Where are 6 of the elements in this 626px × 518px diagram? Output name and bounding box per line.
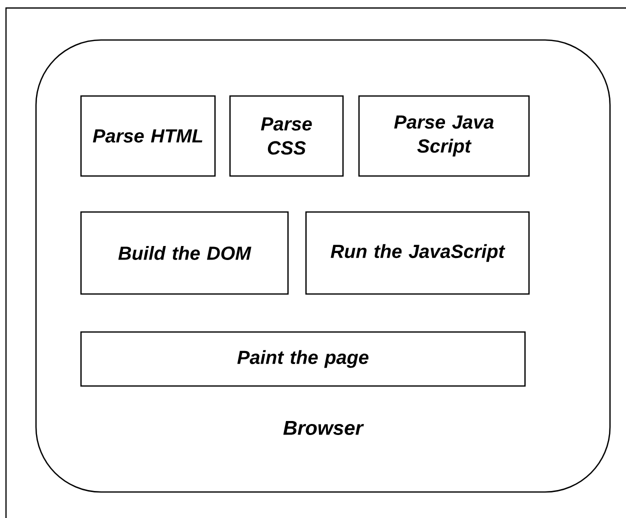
- process-box: Paint the page: [80, 331, 526, 387]
- process-box: Run the JavaScript: [305, 211, 530, 295]
- process-box: Parse HTML: [80, 95, 216, 177]
- process-box: Parse Java Script: [358, 95, 530, 177]
- process-box: Parse CSS: [229, 95, 344, 177]
- process-box: Build the DOM: [80, 211, 289, 295]
